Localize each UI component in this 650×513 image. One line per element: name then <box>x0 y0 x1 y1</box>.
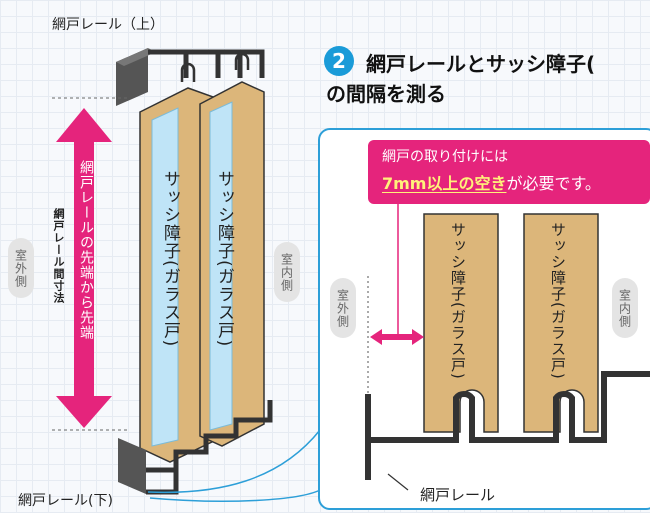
rail-dimension-label: 網戸レール間寸法 <box>52 208 65 304</box>
callout-highlight: 7mm以上の空き <box>382 174 507 193</box>
card-outdoor-label: 室外側 <box>330 278 356 338</box>
detail-sash-left-label: サッシ障子(ガラス戸) <box>449 222 467 380</box>
card-indoor-label: 室内側 <box>612 278 638 338</box>
left-outdoor-label: 室外側 <box>8 238 34 298</box>
step-title-line2: の間隔を測る <box>326 82 446 106</box>
sash-left-label: サッシ障子(ガラス戸) <box>160 170 180 348</box>
arrow-text: 網戸レールの先端から先端 <box>78 160 94 340</box>
bottom-rail-label: 網戸レール(下) <box>18 493 113 509</box>
sash-right-label: サッシ障子(ガラス戸) <box>214 170 234 348</box>
detail-sash-right-label: サッシ障子(ガラス戸) <box>549 222 567 380</box>
detail-sash-left <box>423 213 499 433</box>
gap-arrow <box>370 329 424 345</box>
sash-right-glass <box>209 101 233 431</box>
sash-left-glass <box>151 107 179 447</box>
left-indoor-label: 室内側 <box>274 242 300 302</box>
step-title-line1: 網戸レールとサッシ障子( <box>366 52 596 76</box>
detail-sash-right <box>523 213 599 433</box>
callout-box: 網戸の取り付けには 7mm以上の空きが必要です。 <box>368 140 650 204</box>
dimension-arrow <box>56 108 112 428</box>
top-rail-label: 網戸レール（上） <box>52 17 164 33</box>
detail-rail-profile <box>365 371 650 480</box>
callout-line1: 網戸の取り付けには <box>382 149 508 165</box>
bottom-rail-block <box>118 438 146 494</box>
step-number-badge: 2 <box>324 46 354 76</box>
callout-rest: が必要です。 <box>506 174 601 193</box>
card-rail-label: 網戸レール <box>420 486 496 504</box>
